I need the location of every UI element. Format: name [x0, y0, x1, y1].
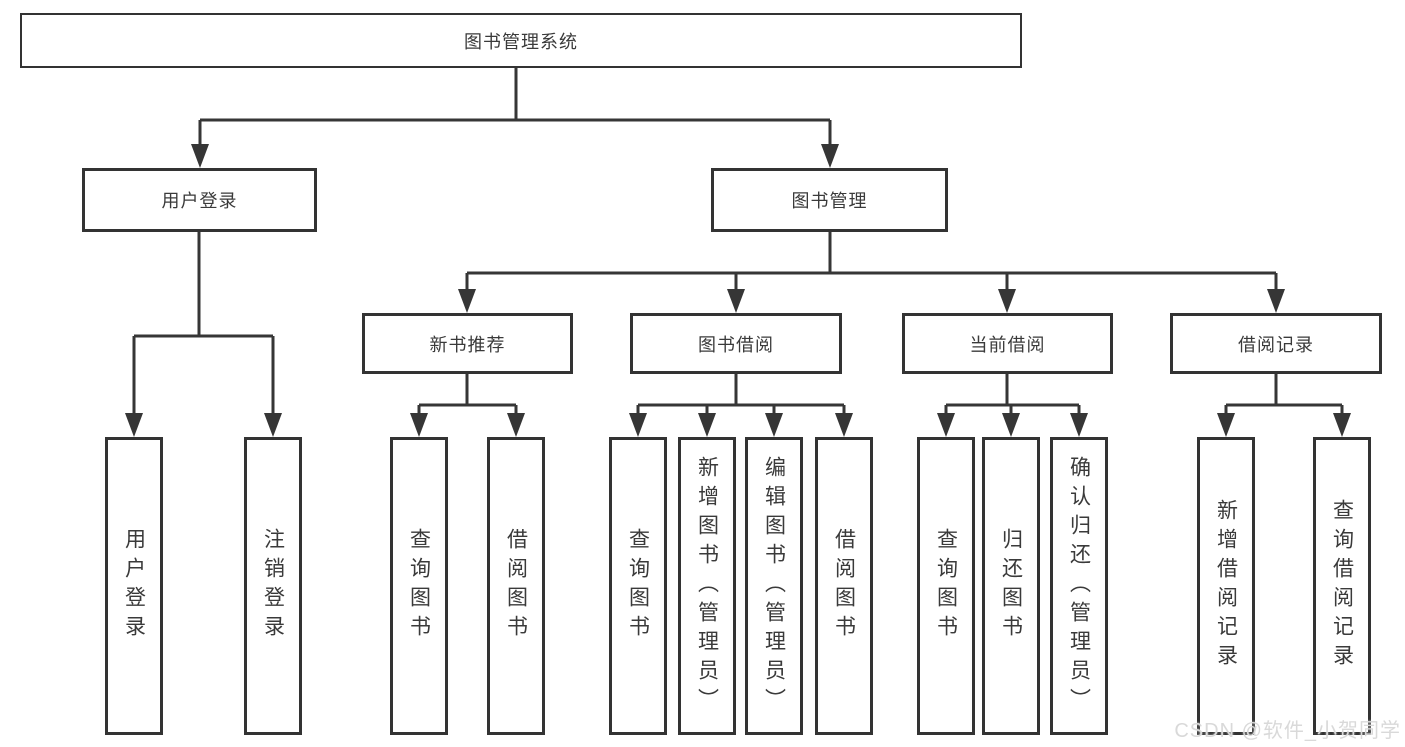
arrow-icon — [835, 413, 853, 437]
leaf-borrow-books-borrowing: 借阅图书 — [815, 437, 873, 735]
node-label: 当前借阅 — [969, 334, 1046, 355]
leaf-label: 用户登录 — [122, 528, 146, 644]
csdn-watermark: CSDN @软件_小贺同学 — [1174, 720, 1401, 742]
node-user-login: 用户登录 — [82, 168, 317, 232]
node-borrow-records: 借阅记录 — [1170, 313, 1382, 374]
arrow-icon — [1070, 413, 1088, 437]
leaf-confirm-return-admin: 确认归还（管理员） — [1050, 437, 1108, 735]
leaf-label: 编辑图书（管理员） — [762, 455, 786, 717]
arrow-icon — [458, 289, 476, 313]
arrow-icon — [1217, 413, 1235, 437]
leaf-add-borrow-record: 新增借阅记录 — [1197, 437, 1255, 735]
leaf-edit-books-admin: 编辑图书（管理员） — [745, 437, 803, 735]
arrow-icon — [191, 144, 209, 168]
node-label: 借阅记录 — [1238, 334, 1314, 355]
leaf-label: 借阅图书 — [832, 528, 856, 644]
leaf-label: 注销登录 — [261, 528, 285, 644]
leaf-user-login: 用户登录 — [105, 437, 163, 735]
leaf-return-books: 归还图书 — [982, 437, 1040, 735]
arrow-icon — [998, 289, 1016, 313]
arrow-icon — [937, 413, 955, 437]
leaf-add-books-admin: 新增图书（管理员） — [678, 437, 736, 735]
leaf-borrow-books-recommend: 借阅图书 — [487, 437, 545, 735]
arrow-icon — [698, 413, 716, 437]
arrow-icon — [1002, 413, 1020, 437]
leaf-label: 归还图书 — [999, 528, 1023, 644]
node-label: 用户登录 — [161, 191, 238, 211]
leaf-label: 查询借阅记录 — [1330, 499, 1354, 673]
arrow-icon — [125, 413, 143, 437]
leaf-label: 新增借阅记录 — [1214, 499, 1238, 673]
node-label: 图书借阅 — [698, 334, 774, 355]
node-label: 图书管理 — [791, 191, 868, 211]
leaf-logout: 注销登录 — [244, 437, 302, 735]
arrow-icon — [629, 413, 647, 437]
arrow-icon — [727, 289, 745, 313]
arrow-icon — [765, 413, 783, 437]
node-book-borrowing: 图书借阅 — [630, 313, 842, 374]
node-book-management: 图书管理 — [711, 168, 948, 232]
leaf-query-borrow-record: 查询借阅记录 — [1313, 437, 1371, 735]
arrow-icon — [264, 413, 282, 437]
leaf-query-books-current: 查询图书 — [917, 437, 975, 735]
leaf-label: 新增图书（管理员） — [695, 455, 719, 717]
arrow-icon — [410, 413, 428, 437]
arrow-icon — [821, 144, 839, 168]
leaf-label: 查询图书 — [407, 528, 431, 644]
leaf-query-books-borrowing: 查询图书 — [609, 437, 667, 735]
arrow-icon — [1267, 289, 1285, 313]
leaf-label: 确认归还（管理员） — [1067, 455, 1091, 717]
node-root-system: 图书管理系统 — [20, 13, 1022, 68]
leaf-label: 查询图书 — [934, 528, 958, 644]
arrow-icon — [507, 413, 525, 437]
leaf-label: 查询图书 — [626, 528, 650, 644]
node-new-book-recommend: 新书推荐 — [362, 313, 573, 374]
arrow-icon — [1333, 413, 1351, 437]
node-current-borrowing: 当前借阅 — [902, 313, 1113, 374]
node-label: 图书管理系统 — [464, 31, 578, 52]
leaf-label: 借阅图书 — [504, 528, 528, 644]
node-label: 新书推荐 — [429, 334, 506, 355]
leaf-query-books-recommend: 查询图书 — [390, 437, 448, 735]
